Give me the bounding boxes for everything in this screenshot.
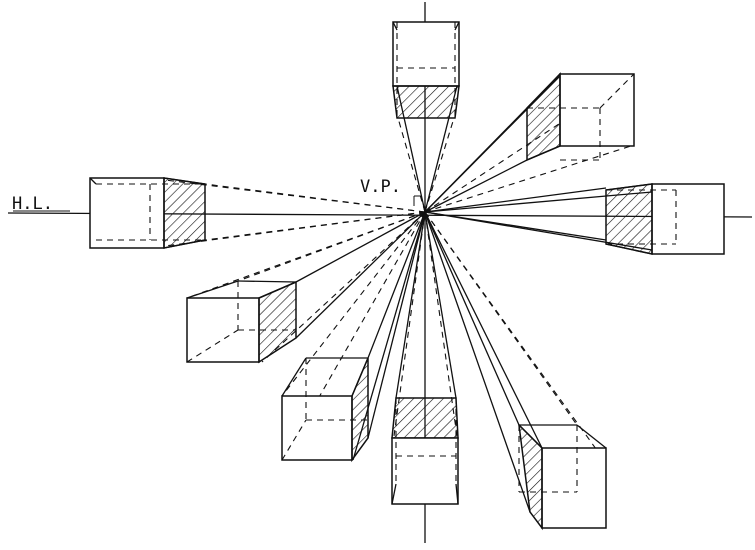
box-bottom-center bbox=[391, 397, 459, 505]
box-lower-mid-left bbox=[281, 357, 369, 463]
box-left bbox=[89, 177, 206, 249]
box-lower-left bbox=[186, 280, 297, 364]
box-top-center bbox=[392, 21, 460, 119]
box-lower-right bbox=[517, 422, 607, 531]
vanishing-point-label: V.P. bbox=[360, 177, 401, 197]
box-right bbox=[605, 183, 725, 255]
horizon-line-label: H.L. bbox=[12, 194, 53, 214]
box-upper-right bbox=[526, 72, 635, 162]
